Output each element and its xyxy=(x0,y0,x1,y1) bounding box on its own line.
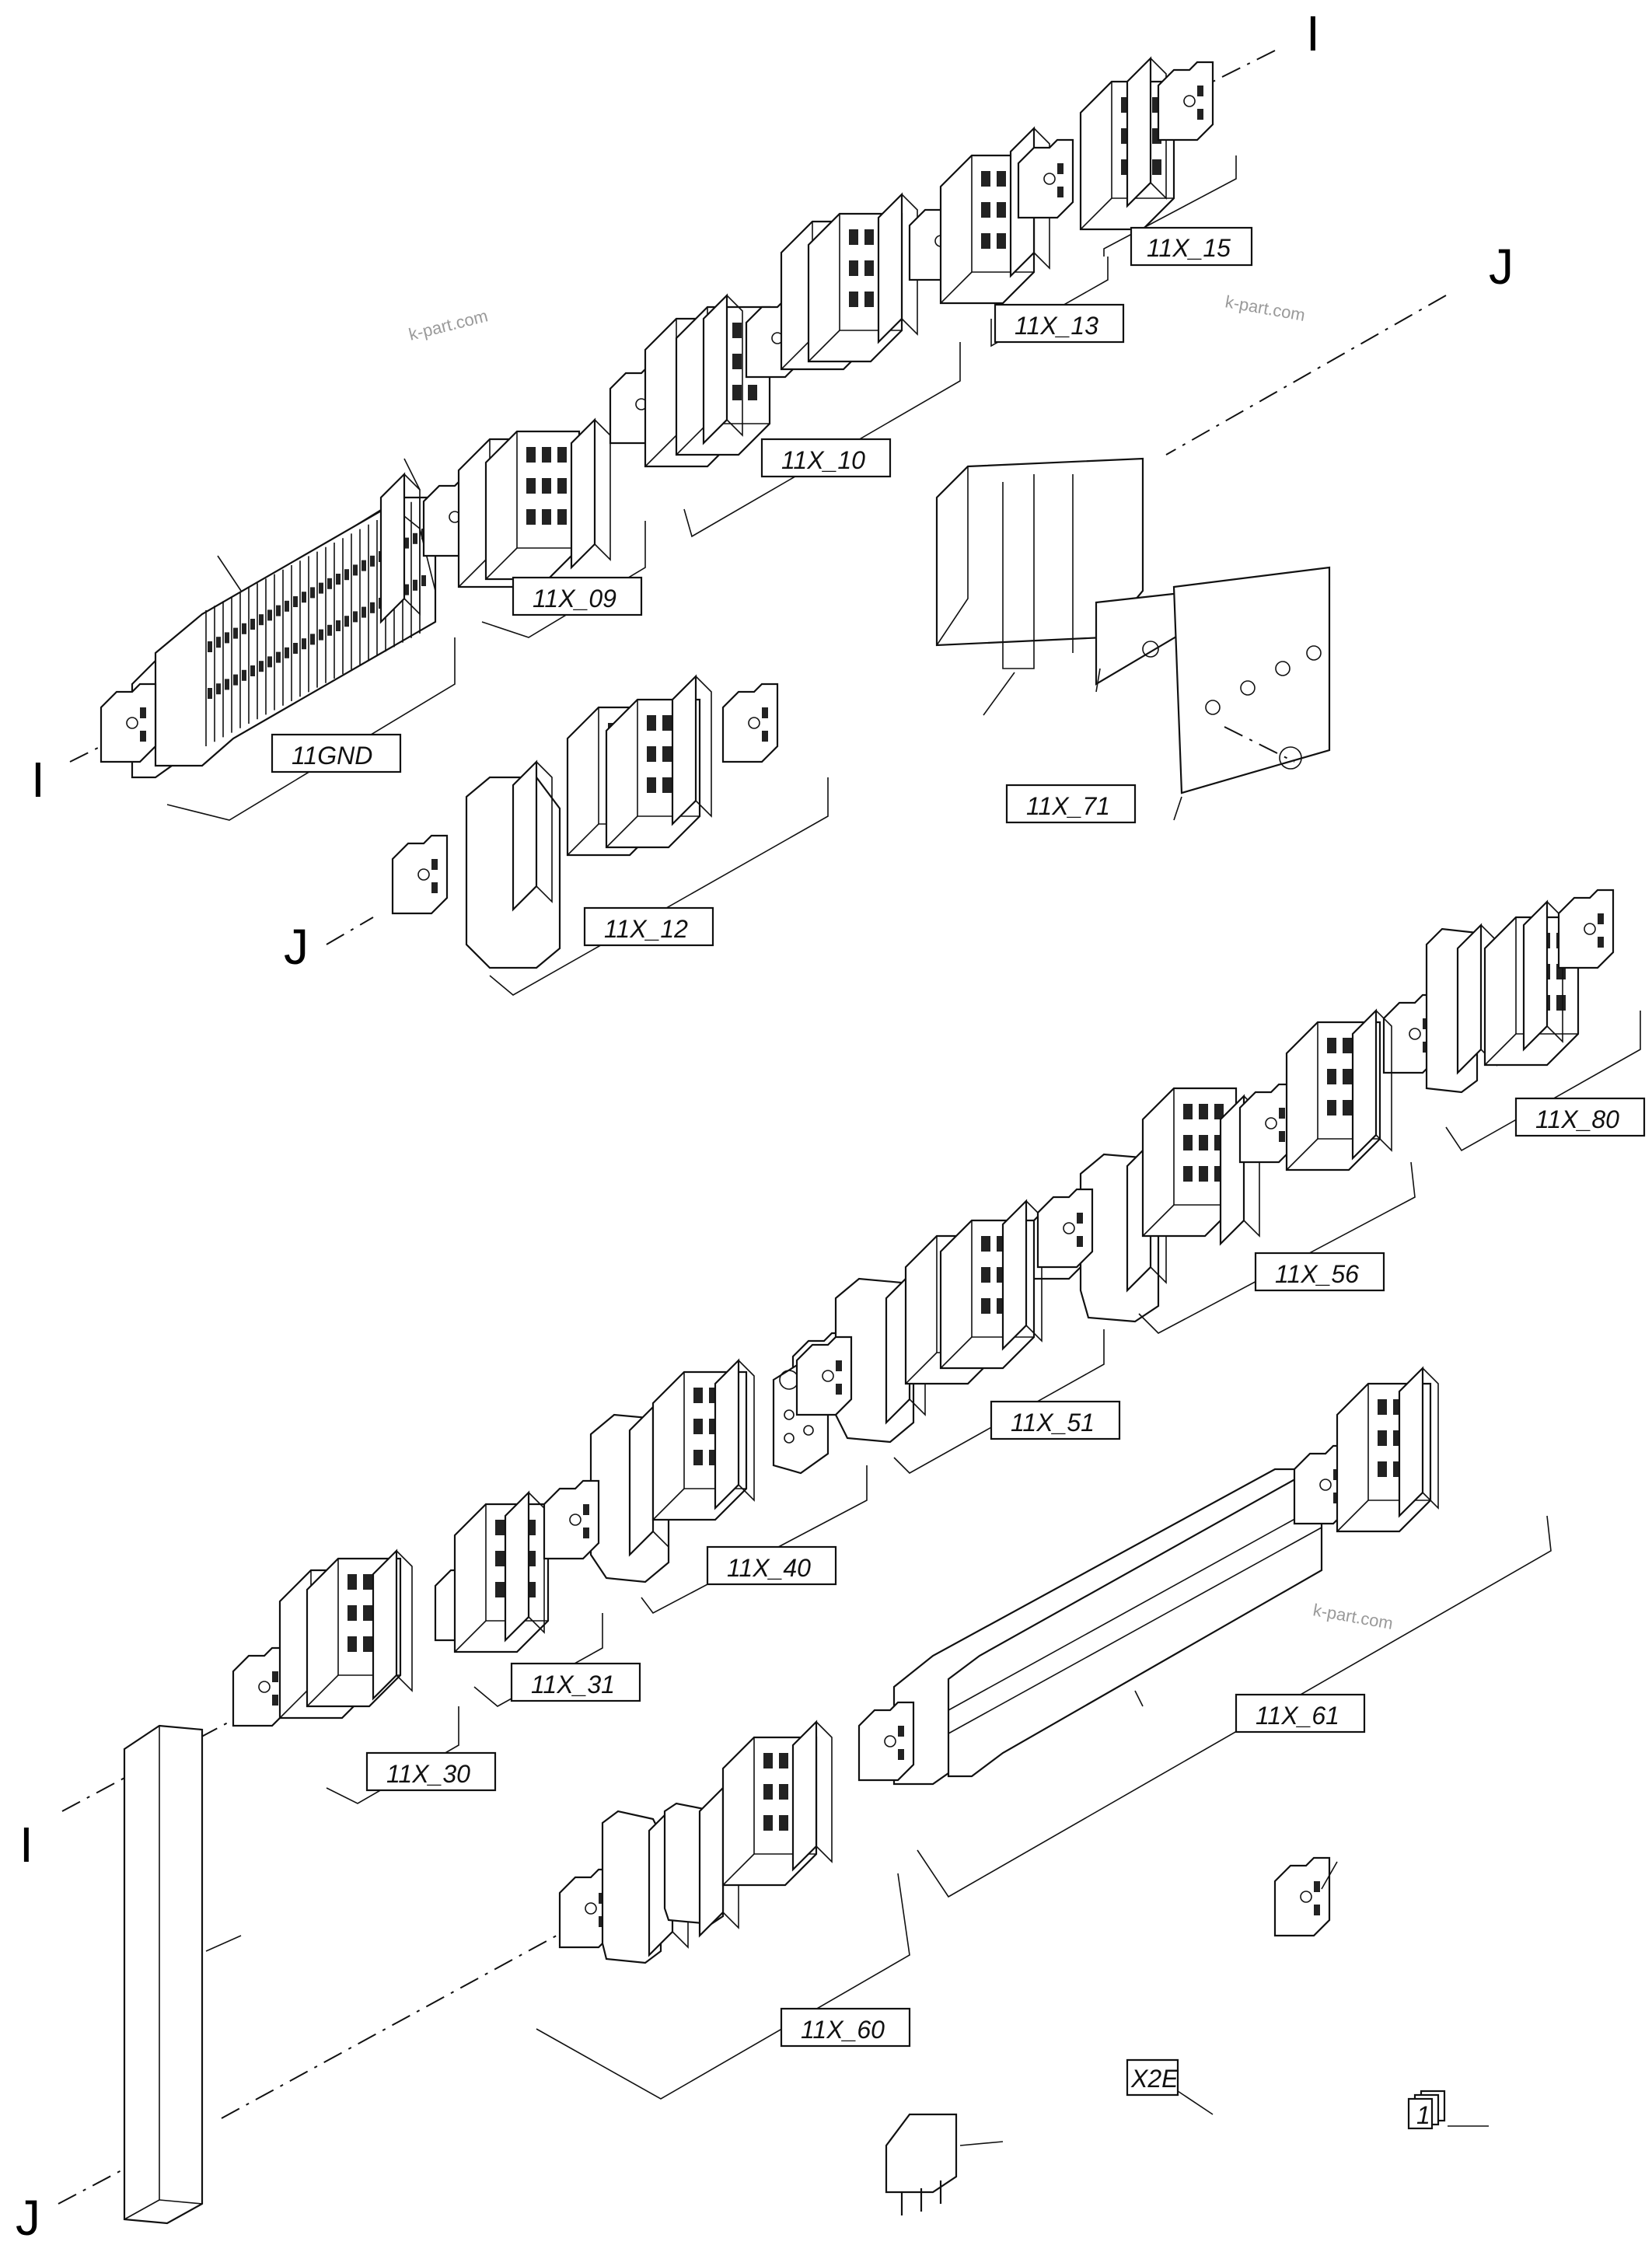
svg-text:11X_31: 11X_31 xyxy=(531,1671,615,1699)
assembly-11x61 xyxy=(857,1367,1552,1898)
label-11x51: 11X_51 xyxy=(990,1400,1121,1440)
label-11x15: 11X_15 xyxy=(1130,226,1253,267)
label-11gnd: 11GND xyxy=(271,733,402,773)
label-11x10: 11X_10 xyxy=(760,438,892,478)
assembly-11gnd xyxy=(100,458,437,779)
tag-stack: 1 xyxy=(1407,2090,1489,2130)
label-11x12: 11X_12 xyxy=(583,906,714,947)
label-11x56: 11X_56 xyxy=(1254,1252,1385,1292)
label-11x60: 11X_60 xyxy=(780,2007,911,2048)
dash-line-j-bottom xyxy=(58,2168,125,2205)
section-mark-i-low: I xyxy=(19,1817,33,1873)
svg-text:11X_15: 11X_15 xyxy=(1147,234,1231,262)
assembly-11x71 xyxy=(935,457,1331,821)
svg-text:11GND: 11GND xyxy=(292,742,372,770)
label-11x09: 11X_09 xyxy=(512,576,643,616)
watermark-3: k-part.com xyxy=(1311,1600,1395,1633)
spare-end-clamp xyxy=(1273,1856,1331,1937)
label-11x61: 11X_61 xyxy=(1235,1693,1366,1734)
dash-line-i-top xyxy=(1212,50,1276,82)
section-mark-j-mid: J xyxy=(284,919,309,975)
watermark-2: k-part.com xyxy=(1224,292,1307,325)
cable-duct xyxy=(123,1724,242,2225)
section-mark-i-top: I xyxy=(1306,5,1320,61)
label-11x40: 11X_40 xyxy=(706,1545,837,1586)
label-11x31: 11X_31 xyxy=(510,1662,641,1702)
leader-11x15 xyxy=(1103,155,1237,257)
assembly-11x60 xyxy=(536,1720,910,2100)
section-mark-j-top: J xyxy=(1489,239,1514,295)
svg-text:11X_56: 11X_56 xyxy=(1275,1260,1359,1288)
label-11x71: 11X_71 xyxy=(1005,784,1137,824)
svg-text:11X_80: 11X_80 xyxy=(1535,1105,1619,1133)
svg-text:X2E: X2E xyxy=(1130,2065,1179,2093)
svg-text:11X_30: 11X_30 xyxy=(386,1760,470,1788)
svg-text:11X_71: 11X_71 xyxy=(1026,792,1110,820)
dash-line-j-top xyxy=(1165,295,1447,456)
assembly-11x51 xyxy=(791,1188,1105,1474)
svg-text:11X_61: 11X_61 xyxy=(1256,1702,1339,1730)
label-11x80: 11X_80 xyxy=(1514,1097,1646,1137)
label-11x30: 11X_30 xyxy=(365,1751,497,1792)
svg-text:11X_60: 11X_60 xyxy=(801,2016,885,2044)
x2e-marker: X2E xyxy=(1126,2058,1214,2115)
dash-line-j-low xyxy=(221,1908,607,2119)
label-11x13: 11X_13 xyxy=(994,303,1125,344)
jumper-bridge xyxy=(885,2113,1004,2215)
svg-text:1: 1 xyxy=(1416,2101,1430,2129)
svg-text:11X_10: 11X_10 xyxy=(781,446,865,474)
dash-line-j-mid xyxy=(326,917,374,945)
section-mark-i-left: I xyxy=(31,752,45,808)
section-mark-j-bottom: J xyxy=(16,2190,40,2246)
assembly-11x12 xyxy=(391,675,829,996)
svg-text:11X_12: 11X_12 xyxy=(604,915,688,943)
svg-text:11X_13: 11X_13 xyxy=(1015,312,1098,340)
svg-text:11X_40: 11X_40 xyxy=(727,1554,811,1582)
watermark-1: k-part.com xyxy=(407,306,490,344)
assembly-11x40 xyxy=(589,1335,868,1615)
svg-text:11X_09: 11X_09 xyxy=(533,585,616,613)
svg-text:11X_51: 11X_51 xyxy=(1011,1409,1095,1437)
